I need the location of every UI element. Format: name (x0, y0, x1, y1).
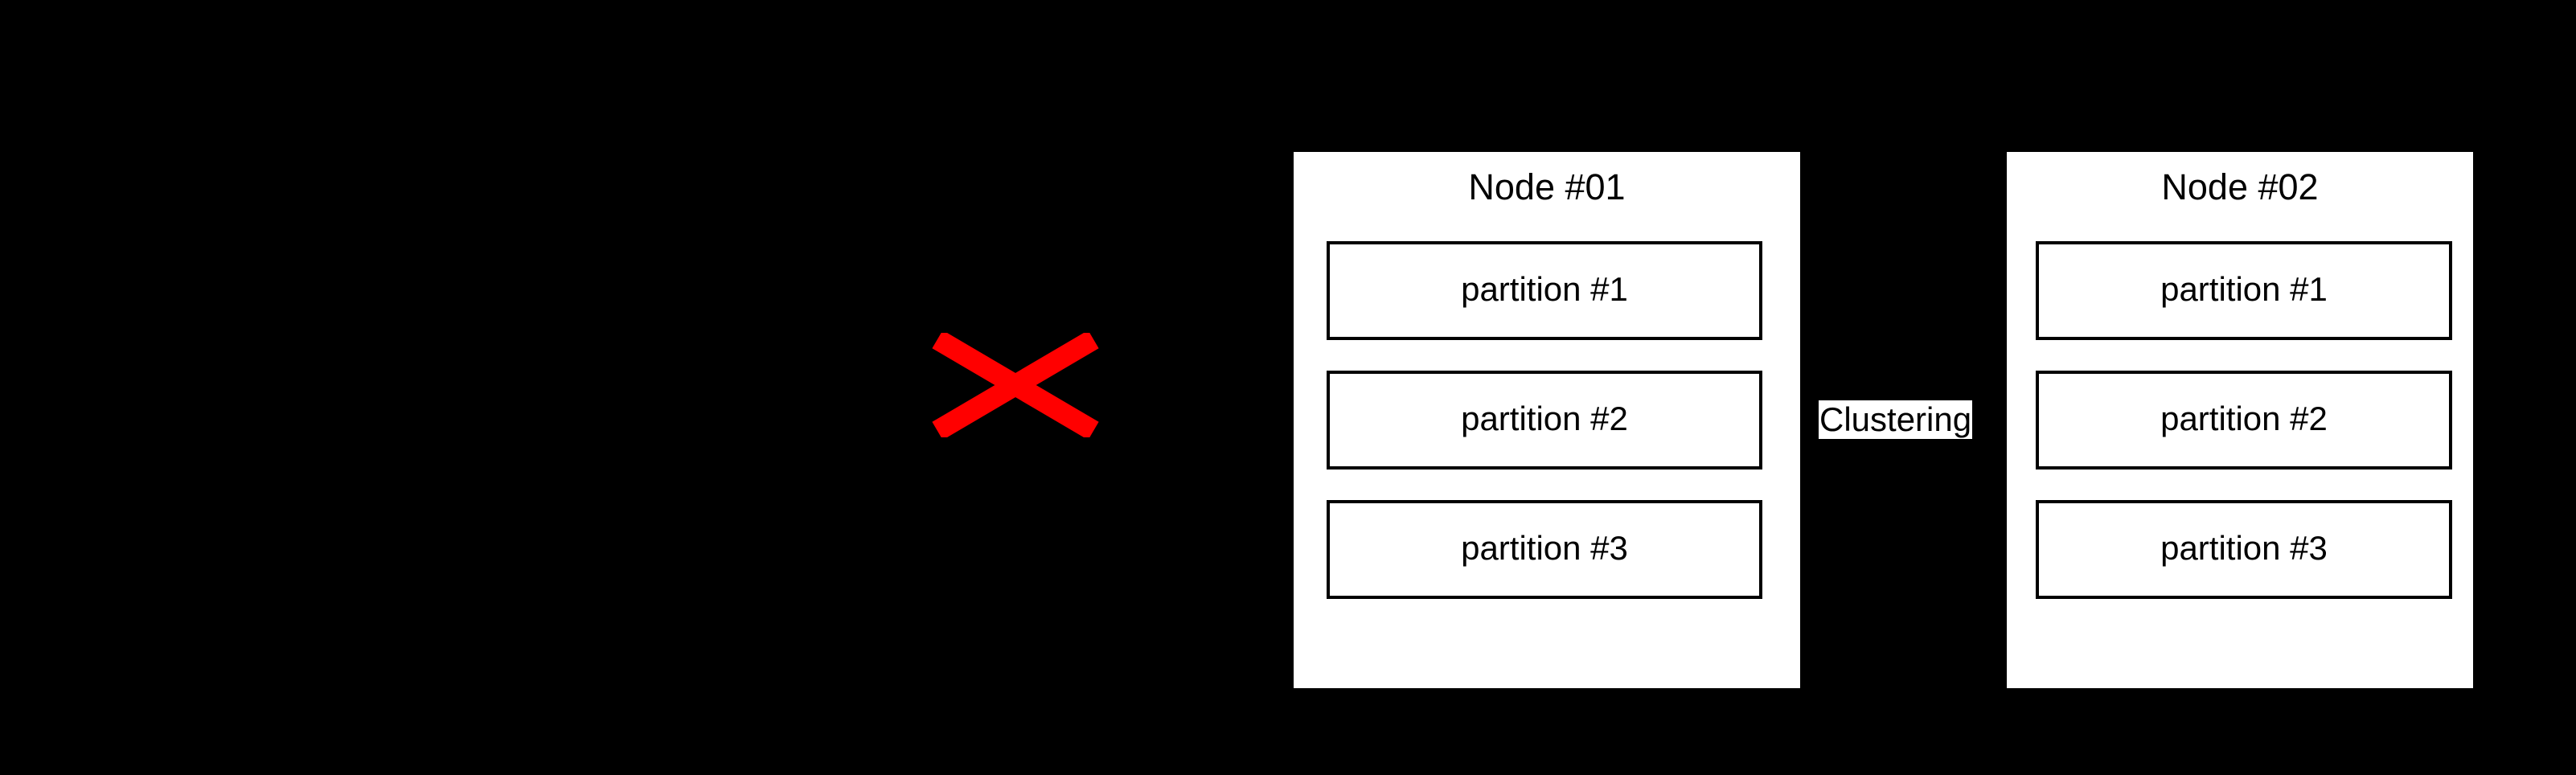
red-x-icon (932, 333, 1099, 437)
partition-label: partition #2 (2160, 399, 2328, 437)
partition-box[interactable]: partition #1 (2036, 241, 2452, 340)
partition-label: partition #3 (2160, 528, 2328, 567)
node-box-node-01[interactable]: Node #01 partition #1 partition #2 parti… (1290, 149, 1803, 691)
partition-box[interactable]: partition #1 (1327, 241, 1762, 340)
partition-box[interactable]: partition #3 (1327, 500, 1762, 599)
partition-label: partition #2 (1461, 399, 1628, 437)
failure-x-icon (931, 333, 1100, 437)
partition-label: partition #3 (1461, 528, 1628, 567)
node-title: Node #02 (2161, 166, 2319, 207)
partition-label: partition #1 (2160, 269, 2328, 308)
node-title: Node #01 (1468, 166, 1626, 207)
node-box-node-02[interactable]: Node #02 partition #1 partition #2 parti… (2004, 149, 2476, 691)
partition-label: partition #1 (1461, 269, 1628, 308)
partition-box[interactable]: partition #3 (2036, 500, 2452, 599)
clustering-connector-label: Clustering (1819, 400, 1973, 439)
partition-box[interactable]: partition #2 (2036, 371, 2452, 470)
partition-box[interactable]: partition #2 (1327, 371, 1762, 470)
